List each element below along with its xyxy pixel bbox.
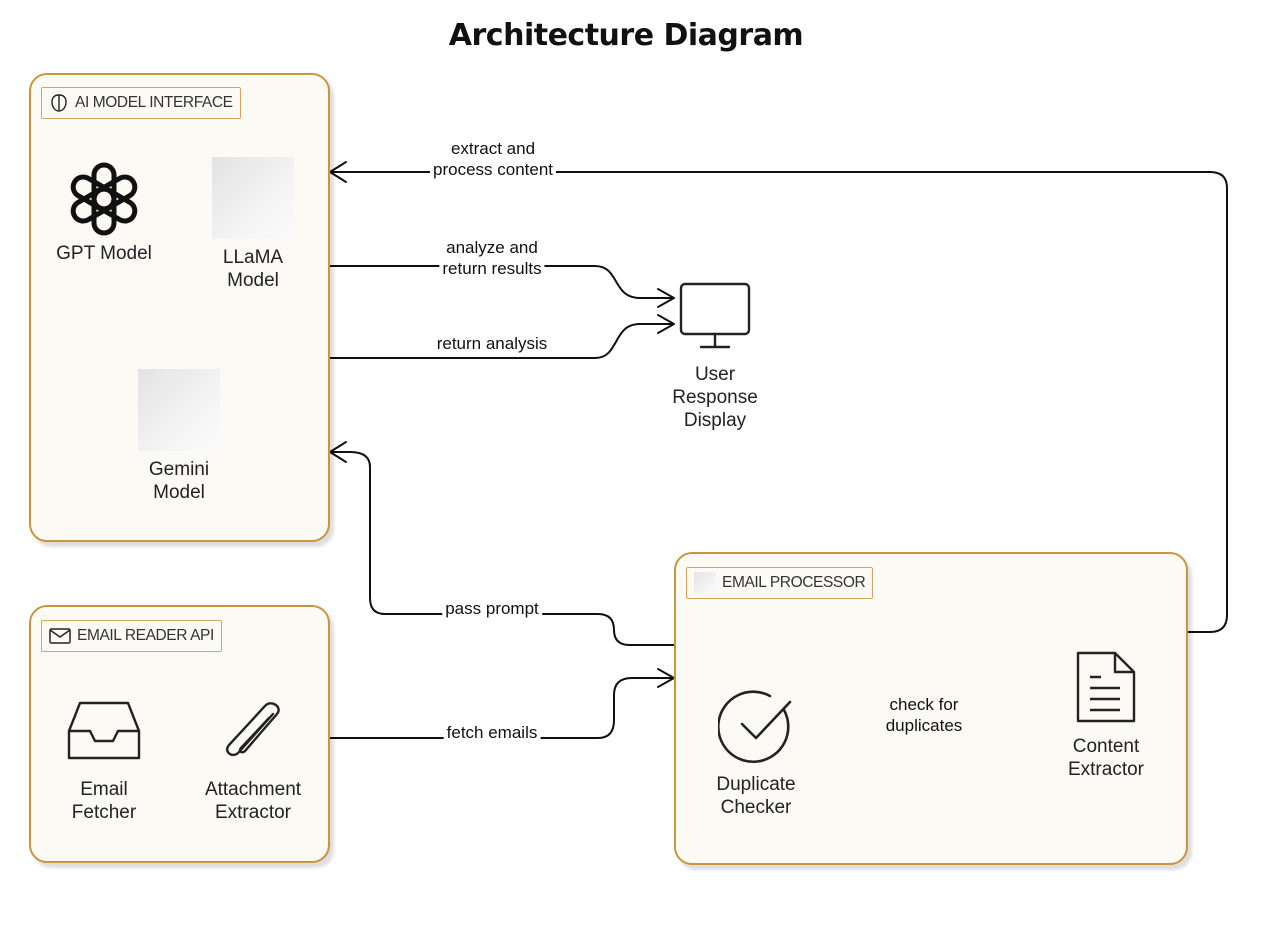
check-circle-icon (718, 690, 792, 764)
llama-image (212, 157, 294, 239)
node-label-content: Content Extractor (1067, 736, 1145, 780)
edge-label-analyze: analyze and return results (439, 237, 545, 279)
edge-label-check: check for duplicates (882, 694, 966, 736)
brain-icon (51, 94, 67, 112)
group-ai-model-interface (29, 73, 330, 542)
edge-return-analysis (329, 323, 673, 359)
edge-extract-content (329, 171, 1228, 633)
arrowhead-return (657, 314, 675, 334)
openai-logo-icon (70, 162, 138, 236)
mail-icon (49, 628, 71, 644)
node-label-fetcher: Email Fetcher (71, 779, 137, 823)
group-label-email-reader: EMAIL READER API (41, 620, 222, 652)
group-title-reader: EMAIL READER API (77, 627, 214, 644)
group-label-email-processor: EMAIL PROCESSOR (686, 567, 874, 599)
gemini-image (138, 369, 220, 451)
node-label-display: User Response Display (672, 364, 758, 431)
paperclip-icon (225, 702, 280, 757)
group-title-processor: EMAIL PROCESSOR (722, 574, 866, 591)
arrowhead-extract (329, 161, 347, 183)
group-title-ai: AI MODEL INTERFACE (75, 94, 233, 111)
processor-icon (694, 572, 716, 594)
monitor-icon (679, 282, 751, 349)
edge-label-return: return analysis (433, 333, 551, 354)
document-icon (1076, 651, 1136, 723)
edge-fetch-emails (329, 677, 673, 739)
node-label-gemini: Gemini Model (148, 459, 210, 503)
node-label-llama: LLaMA Model (222, 247, 284, 291)
edge-label-extract: extract and process content (429, 138, 557, 180)
node-label-gpt: GPT Model (56, 243, 152, 264)
node-label-duplicate: Duplicate Checker (716, 774, 796, 818)
diagram-title: Architecture Diagram (448, 18, 804, 53)
inbox-tray-icon (67, 701, 141, 760)
edge-label-fetch: fetch emails (443, 722, 541, 743)
edge-label-prompt: pass prompt (442, 598, 542, 619)
group-label-ai-model-interface: AI MODEL INTERFACE (41, 87, 241, 119)
node-label-attachment: Attachment Extractor (204, 779, 302, 823)
arrowhead-prompt (329, 441, 347, 463)
arrowhead-analyze (657, 288, 675, 308)
edge-analyze-results (329, 265, 673, 299)
